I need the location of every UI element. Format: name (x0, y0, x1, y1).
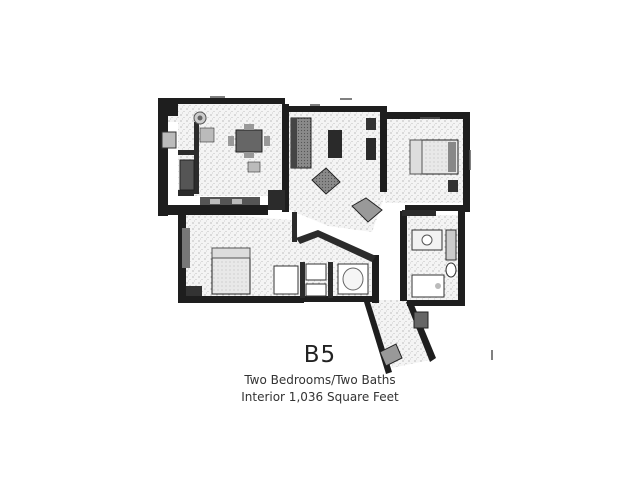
dining-table (228, 124, 270, 158)
coffee-table (328, 130, 342, 158)
interior-area-label: Interior 1,036 Square Feet (241, 390, 399, 404)
balcony-chair (161, 131, 177, 149)
unit-title: B5 (303, 342, 337, 368)
second-bed (211, 247, 251, 295)
dresser (186, 286, 202, 296)
nightstand (448, 180, 458, 192)
master-bed (409, 139, 459, 175)
dining-chairs (199, 127, 261, 173)
reading-chair (351, 197, 383, 223)
interior-walls (178, 122, 436, 298)
hall-bath-fixtures (273, 263, 369, 297)
entry-floor (368, 300, 430, 368)
tv-console (366, 118, 376, 160)
window-marks (210, 96, 493, 360)
bedrooms-baths-label: Two Bedrooms/Two Baths (244, 373, 396, 387)
second-bedroom-closet (182, 228, 190, 268)
entry-table (413, 311, 429, 329)
sofa (290, 117, 312, 169)
master-bath-fixtures (411, 229, 457, 298)
entry-bench (379, 343, 403, 367)
plant-icon (193, 111, 207, 125)
armchair (311, 167, 341, 195)
kitchen-counters (179, 159, 260, 205)
